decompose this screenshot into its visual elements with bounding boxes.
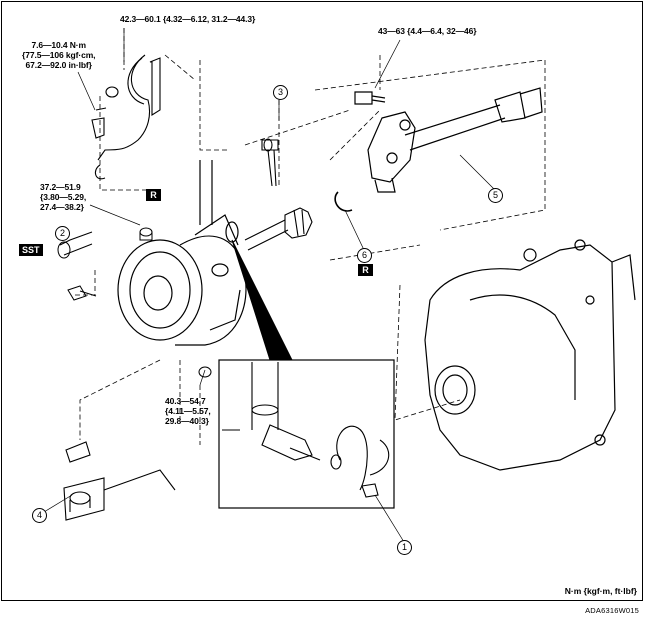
torque-line: {77.5—106 kgf·cm, xyxy=(22,50,96,60)
torque-line: 43—63 {4.4—6.4, 32—46} xyxy=(378,26,477,36)
torque-label-hub-nut: 37.2—51.9 {3.80—5.29, 27.4—38.2} xyxy=(40,182,86,212)
torque-label-bracket-bolt: 42.3—60.1 {4.32—6.12, 31.2—44.3} xyxy=(120,14,255,24)
detail-view-box xyxy=(218,359,395,509)
torque-line: 27.4—38.2} xyxy=(40,202,84,212)
torque-label-sensor-bolt: 7.6—10.4 N·m {77.5—106 kgf·cm, 67.2—92.0… xyxy=(22,40,96,70)
torque-line: 67.2—92.0 in·lbf} xyxy=(25,60,92,70)
diagram-frame xyxy=(1,1,643,601)
replace-badge-snap-ring: R xyxy=(358,264,373,276)
bolt-3 xyxy=(261,138,279,187)
figure-id: ADA6316W015 xyxy=(585,606,639,615)
callout-4: 4 xyxy=(32,508,47,523)
torque-label-lower-nut: 40.3—54.7 {4.11—5.57, 29.8—40.3} xyxy=(165,396,211,426)
snap-ring-6 xyxy=(334,191,353,212)
torque-line: {4.11—5.57, xyxy=(165,406,211,416)
assembly-guides xyxy=(75,28,546,445)
sensor-harness xyxy=(91,54,161,180)
torque-label-shaft-bolt: 43—63 {4.4—6.4, 32—46} xyxy=(378,26,477,36)
units-note: N·m {kgf·m, ft·lbf} xyxy=(564,586,637,596)
callout-2: 2 xyxy=(55,226,70,241)
transmission-case xyxy=(424,239,636,471)
replace-badge-nut: R xyxy=(146,189,161,201)
torque-line: {3.80—5.29, xyxy=(40,192,87,202)
callout-5: 5 xyxy=(488,188,503,203)
torque-line: 40.3—54.7 xyxy=(165,396,206,406)
torque-line: 37.2—51.9 xyxy=(40,182,81,192)
hub-assembly xyxy=(117,160,247,346)
shaft-5 xyxy=(354,87,543,193)
callout-6: 6 xyxy=(357,248,372,263)
drive-shaft-boot xyxy=(244,207,313,251)
detail-callout-wedge xyxy=(231,239,293,361)
torque-line: 42.3—60.1 {4.32—6.12, 31.2—44.3} xyxy=(120,14,256,24)
callout-3: 3 xyxy=(273,85,288,100)
torque-line: 29.8—40.3} xyxy=(165,416,209,426)
mount-4 xyxy=(63,441,176,521)
detail-view-content xyxy=(222,362,390,498)
leader-lines xyxy=(43,28,496,543)
callout-1: 1 xyxy=(397,540,412,555)
torque-line: 7.6—10.4 N·m xyxy=(31,40,86,50)
sst-badge: SST xyxy=(19,244,43,256)
hub-fasteners xyxy=(57,227,212,378)
